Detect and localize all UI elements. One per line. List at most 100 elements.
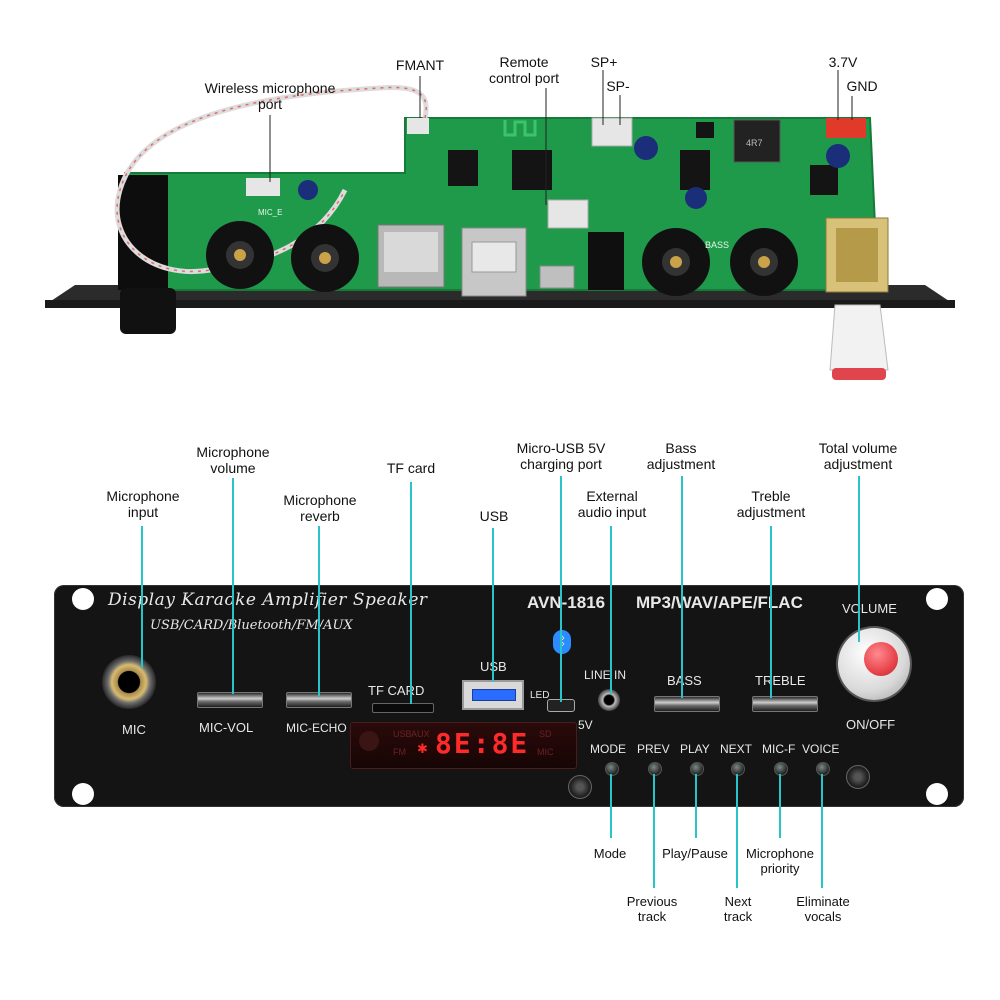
btn-label-prev: PREV xyxy=(637,742,670,756)
volume-knob[interactable] xyxy=(838,628,910,700)
pcb-inductor xyxy=(733,119,781,163)
display-fm-indicator: FM xyxy=(393,747,406,757)
line-next xyxy=(736,774,738,888)
bluetooth-icon: ᛒ xyxy=(553,630,571,654)
panel-led-label: LED xyxy=(530,690,550,701)
usb-port[interactable] xyxy=(462,680,524,710)
line-total-volume xyxy=(858,476,860,642)
label-sp-plus: SP+ xyxy=(590,54,618,70)
pcb-bass-silk: BASS xyxy=(705,240,729,250)
next-button[interactable] xyxy=(731,762,745,776)
pcb-chip-1 xyxy=(448,150,478,186)
display-mic-indicator: MIC xyxy=(537,747,554,757)
label-gnd: GND xyxy=(846,78,878,94)
pcb-pot-treble xyxy=(730,228,798,296)
panel-5v-label: 5V xyxy=(578,718,593,732)
pcb-chip-2 xyxy=(512,150,552,190)
panel-tf-card-label: TF CARD xyxy=(368,683,425,698)
line-mic-input xyxy=(141,526,143,668)
line-tf-card xyxy=(410,482,412,704)
pcb-cap-4 xyxy=(298,180,318,200)
callout-usb: USB xyxy=(479,508,509,524)
line-mode xyxy=(610,774,612,838)
pcb-base-edge xyxy=(45,300,955,308)
label-sp-minus: SP- xyxy=(606,78,630,94)
btn-label-mic-f: MIC-F xyxy=(762,742,796,756)
line-treble xyxy=(770,526,772,698)
callout-mode: Mode xyxy=(593,846,627,861)
line-play-pause xyxy=(695,774,697,838)
mode-button[interactable] xyxy=(605,762,619,776)
panel-mic-echo-label: MIC-ECHO xyxy=(286,721,347,735)
label-fmant: FMANT xyxy=(395,57,445,73)
pcb-micro-usb xyxy=(539,265,575,289)
display-sd-indicator: SD xyxy=(539,729,552,739)
pcb-mic-jack-nut xyxy=(120,288,176,334)
play-button[interactable] xyxy=(690,762,704,776)
pcb-chip-3 xyxy=(680,150,710,190)
panel-model: AVN-1816 xyxy=(527,593,606,612)
btn-label-mode: MODE xyxy=(590,742,626,756)
label-3-7v: 3.7V xyxy=(828,54,858,70)
panel-onoff-label: ON/OFF xyxy=(846,717,896,732)
led-display: USB AUX FM ✱ 8E:8E SD MIC xyxy=(350,722,577,769)
pcb-chip-4 xyxy=(810,165,838,195)
pcb-cap-2 xyxy=(685,187,707,209)
line-micro-usb xyxy=(560,476,562,702)
pcb-cap-1 xyxy=(634,136,658,160)
panel-bass-label: BASS xyxy=(667,673,702,688)
pcb-illustration: BASS 4R7 MIC_E xyxy=(45,70,955,380)
panel-treble-label: TREBLE xyxy=(755,673,806,688)
callout-play-pause: Play/Pause xyxy=(662,846,728,861)
line-usb xyxy=(492,528,494,682)
mic-jack[interactable] xyxy=(102,655,156,709)
mount-hole-bl xyxy=(72,783,94,805)
mount-hole-tr xyxy=(926,588,948,610)
pcb-chip-mark: 4R7 xyxy=(746,138,763,148)
panel-mic-label: MIC xyxy=(122,722,146,737)
panel-title: Display Karaoke Amplifier Speaker xyxy=(108,590,428,610)
panel-sources: USB/CARD/Bluetooth/FM/AUX xyxy=(150,618,353,633)
display-aux-indicator: AUX xyxy=(411,729,430,739)
callout-tf-card: TF card xyxy=(386,460,436,476)
pcb-power-conn xyxy=(826,118,866,138)
treble-knob[interactable] xyxy=(752,696,818,712)
line-in-jack[interactable] xyxy=(598,689,620,711)
panel-mic-vol-label: MIC-VOL xyxy=(199,720,254,735)
mount-hole-tl xyxy=(72,588,94,610)
pcb-volume-knob xyxy=(829,304,889,371)
panel-screw-right xyxy=(846,765,870,789)
btn-label-play: PLAY xyxy=(680,742,710,756)
btn-label-voice: VOICE xyxy=(802,742,840,756)
line-previous xyxy=(653,774,655,888)
line-bass xyxy=(681,476,683,698)
btn-label-next: NEXT xyxy=(720,742,753,756)
pcb-cap-3 xyxy=(826,144,850,168)
panel-formats: MP3/WAV/APE/FLAC xyxy=(636,593,803,612)
pcb-bt-antenna xyxy=(503,120,537,137)
voice-button[interactable] xyxy=(816,762,830,776)
pcb-fmant-conn xyxy=(407,118,429,134)
mic-f-button[interactable] xyxy=(774,762,788,776)
line-mic-volume xyxy=(232,478,234,694)
tf-card-slot[interactable] xyxy=(372,703,434,713)
prev-button[interactable] xyxy=(648,762,662,776)
display-usb-indicator: USB xyxy=(393,729,412,739)
pcb-pot-mic-vol xyxy=(206,221,274,289)
bass-knob[interactable] xyxy=(654,696,720,712)
mic-vol-knob[interactable] xyxy=(197,692,263,708)
